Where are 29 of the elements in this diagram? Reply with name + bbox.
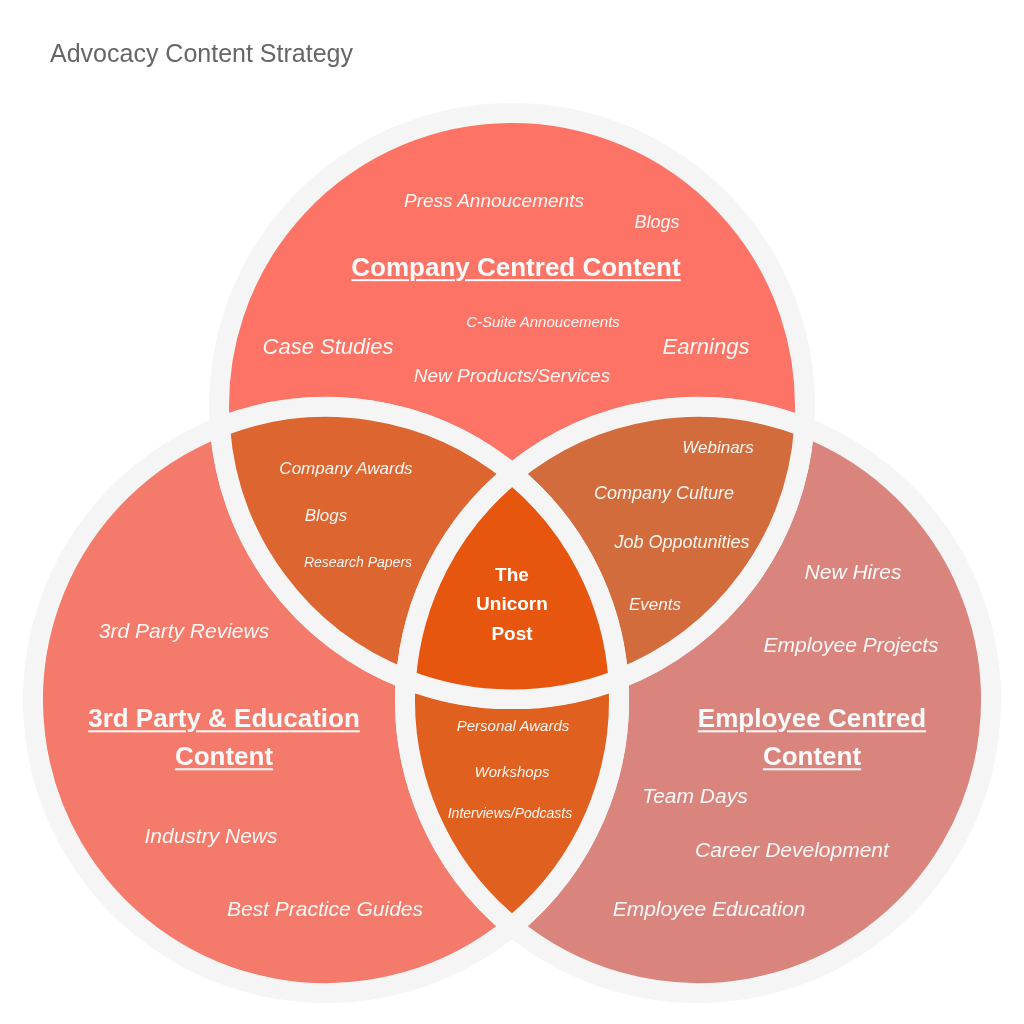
item-label: C-Suite Annoucements xyxy=(466,313,620,331)
item-label: New Hires xyxy=(804,559,902,585)
section-heading: Employee Centred Content xyxy=(696,702,928,773)
item-label: Research Papers xyxy=(303,553,413,571)
item-label: Case Studies xyxy=(262,333,394,361)
diagram-title: Advocacy Content Strategy xyxy=(50,39,353,68)
item-label: Blogs xyxy=(634,212,680,234)
item-label: Press Annoucements xyxy=(404,189,584,213)
item-label: Industry News xyxy=(144,823,278,849)
center-label: The Unicorn Post xyxy=(475,562,549,646)
item-label: Company Awards xyxy=(279,458,413,480)
item-label: New Products/Services xyxy=(413,364,611,388)
section-heading: 3rd Party & Education Content xyxy=(87,702,361,773)
item-label: Events xyxy=(629,594,681,616)
item-label: Best Practice Guides xyxy=(226,896,424,922)
item-label: Workshops xyxy=(474,763,550,781)
item-label: Employee Education xyxy=(612,896,806,922)
item-label: Team Days xyxy=(642,783,748,809)
item-label: Personal Awards xyxy=(456,717,570,735)
section-heading: Company Centred Content xyxy=(350,251,682,285)
item-label: 3rd Party Reviews xyxy=(98,618,270,644)
item-label: Company Culture xyxy=(593,483,735,505)
item-label: Job Oppotunities xyxy=(614,532,750,554)
item-label: Interviews/Podcasts xyxy=(447,804,573,822)
item-label: Webinars xyxy=(682,437,754,459)
item-label: Earnings xyxy=(662,333,750,361)
item-label: Employee Projects xyxy=(763,632,939,658)
item-label: Career Development xyxy=(695,837,889,863)
item-label: Blogs xyxy=(304,505,348,527)
